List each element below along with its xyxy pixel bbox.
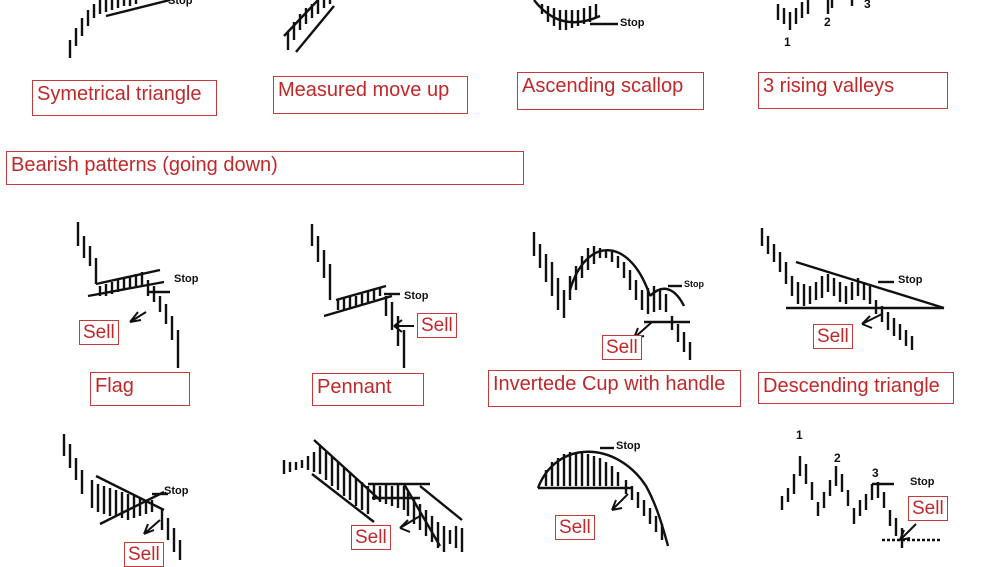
peak-number-3: 3 (872, 466, 879, 480)
label-descending-triangle: Descending triangle (758, 372, 954, 404)
peak-number-2: 2 (834, 451, 841, 465)
sell-pennant: Sell (417, 313, 457, 338)
stop-symmetrical-triangle: Stop (168, 0, 193, 7)
stop-inverted-cup: Stop (684, 279, 704, 289)
label-ascending-scallop: Ascending scallop (517, 72, 704, 110)
stop-rounding-top: Stop (616, 440, 641, 452)
descending-tops-drawing (780, 456, 942, 548)
stop-descending-tops: Stop (910, 476, 935, 488)
valley-number-2: 2 (824, 15, 831, 29)
label-measured-move-up: Measured move up (273, 76, 468, 114)
sell-descending-measured-move: Sell (351, 525, 391, 550)
sell-flag: Sell (79, 320, 119, 345)
label-flag: Flag (90, 372, 190, 406)
inverted-cup-drawing (532, 232, 692, 360)
sell-rounding-top: Sell (555, 515, 595, 540)
three-rising-valleys-drawing (776, 0, 854, 30)
stop-descending-wedge: Stop (164, 485, 189, 497)
label-three-rising-valleys: 3 rising valleys (758, 72, 948, 109)
flag-drawing (76, 222, 180, 368)
symmetrical-triangle-drawing (68, 0, 171, 58)
sell-inverted-cup: Sell (602, 335, 642, 360)
sell-descending-wedge: Sell (124, 542, 164, 567)
label-inverted-cup: Invertede Cup with handle (488, 370, 741, 407)
valley-number-3: 3 (864, 0, 871, 11)
stop-flag: Stop (174, 273, 199, 285)
descending-triangle-drawing (760, 228, 945, 350)
peak-number-1: 1 (796, 428, 803, 442)
stop-descending-triangle: Stop (898, 274, 923, 286)
stop-pennant: Stop (404, 290, 429, 302)
pennant-drawing (310, 224, 414, 368)
descending-measured-move-drawing (282, 439, 464, 552)
sell-descending-tops: Sell (908, 496, 948, 521)
sell-descending-triangle: Sell (813, 324, 853, 349)
label-pennant: Pennant (312, 373, 424, 406)
label-symmetrical-triangle: Symetrical triangle (32, 80, 217, 116)
stop-ascending-scallop: Stop (620, 17, 645, 29)
valley-number-1: 1 (784, 35, 791, 49)
label-bearish-header: Bearish patterns (going down) (6, 151, 524, 185)
rounding-top-drawing (536, 446, 670, 547)
ascending-scallop-drawing (533, 0, 618, 30)
descending-wedge-drawing (62, 434, 182, 560)
measured-move-up-drawing (283, 0, 335, 53)
